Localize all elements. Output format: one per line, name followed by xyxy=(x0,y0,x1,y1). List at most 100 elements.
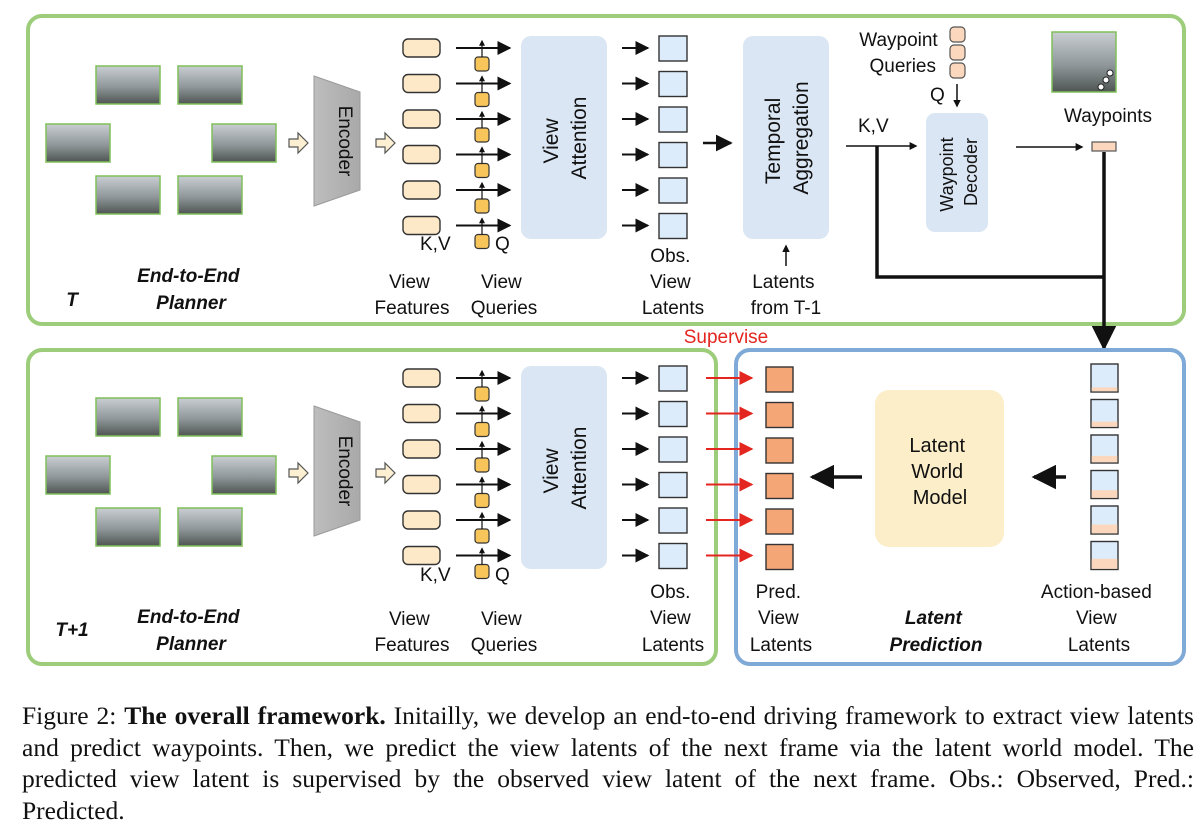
decoder-kv-label: K,V xyxy=(858,116,889,137)
view-query-token xyxy=(474,386,490,402)
pred-view-latent xyxy=(765,472,794,500)
bottom-view-queries-label: View Queries xyxy=(471,609,538,656)
view-feature-token xyxy=(402,180,441,200)
latent-prediction-panel xyxy=(734,348,1186,666)
view-feature-token xyxy=(402,144,441,165)
view-feature-token xyxy=(402,38,441,58)
view-query-token xyxy=(474,421,490,438)
view-query-token xyxy=(474,127,490,143)
camera-image xyxy=(211,123,277,163)
view-feature-token xyxy=(402,109,441,129)
view-query-token xyxy=(474,233,490,250)
pred-view-latent xyxy=(765,543,794,571)
top-obs-latents-label: Obs. View Latents xyxy=(642,246,704,319)
caption-body: Initailly, we develop an end-to-end driv… xyxy=(22,701,1194,825)
bottom-q-label: Q xyxy=(495,565,510,586)
camera-image xyxy=(177,507,243,547)
decoder-q-label: Q xyxy=(930,85,945,106)
obs-view-latent xyxy=(658,141,688,169)
top-view-attention-label: View Attention xyxy=(540,97,591,180)
view-feature-token xyxy=(402,439,441,459)
waypoints-label: Waypoints xyxy=(1064,106,1152,127)
temporal-aggregation xyxy=(743,36,829,239)
obs-view-latent xyxy=(658,212,688,240)
waypoint-decoder-label: Waypoint Decoder xyxy=(937,132,981,211)
obs-view-latent xyxy=(658,70,688,98)
action-embedding-band xyxy=(1091,421,1118,427)
obs-view-latent xyxy=(658,436,688,463)
image-to-encoder-arrow xyxy=(288,131,309,155)
temporal-aggregation-label: Temporal Aggregation xyxy=(762,81,813,194)
action-embedding-band xyxy=(1091,558,1118,569)
camera-image xyxy=(177,65,243,105)
waypoint-query-token xyxy=(949,44,966,61)
bottom-planner-panel xyxy=(26,348,718,666)
pred-latents-label: Pred. View Latents xyxy=(750,582,812,656)
view-query-token xyxy=(474,563,490,580)
view-feature-token xyxy=(402,73,441,94)
view-feature-token xyxy=(402,403,441,424)
camera-image xyxy=(45,455,111,495)
obs-view-latent xyxy=(658,106,688,133)
pred-view-latent xyxy=(765,508,794,535)
action-embedding-band xyxy=(1091,455,1118,463)
obs-view-latent xyxy=(658,365,688,392)
bottom-view-features-label: View Features xyxy=(375,609,450,656)
top-planner-panel xyxy=(26,14,1186,326)
top-time-label: T xyxy=(66,290,79,311)
encoder-to-features-arrow xyxy=(375,131,396,155)
latent-world-model-label: Latent World Model xyxy=(909,435,970,509)
figure-caption: Figure 2: The overall framework. Initail… xyxy=(22,700,1194,826)
bottom-encoder-label: Encoder xyxy=(334,436,355,507)
waypoint-output-token xyxy=(1091,141,1117,152)
camera-image xyxy=(177,175,243,215)
temporal-to-action-path xyxy=(875,146,1104,279)
waypoint-dot xyxy=(1102,76,1110,84)
top-kv-label: K,V xyxy=(420,234,451,255)
bottom-time-label: T+1 xyxy=(55,620,88,641)
top-view-queries-label: View Queries xyxy=(471,272,538,319)
obs-view-latent xyxy=(658,507,688,534)
camera-image xyxy=(45,123,111,163)
bottom-obs-latents-label: Obs. View Latents xyxy=(642,582,704,656)
action-embedding-band xyxy=(1091,490,1118,498)
action-embedding-band xyxy=(1091,524,1118,534)
camera-image xyxy=(95,397,161,437)
view-query-token xyxy=(474,56,490,72)
waypoint-dot xyxy=(1097,83,1105,91)
bottom-view-attention xyxy=(521,366,607,569)
obs-view-latent xyxy=(658,400,688,428)
supervise-label: Supervise xyxy=(684,327,769,348)
view-query-token xyxy=(474,492,490,509)
waypoint-decoder xyxy=(926,113,988,232)
camera-image xyxy=(95,175,161,215)
latent-prediction-label: Latent Prediction xyxy=(890,608,983,656)
top-view-features-label: View Features xyxy=(375,272,450,319)
bottom-encoder xyxy=(313,405,361,537)
camera-image xyxy=(95,65,161,105)
bottom-camera-images xyxy=(45,397,277,547)
view-query-token xyxy=(474,528,490,544)
waypoint-query-token xyxy=(949,26,966,43)
bottom-planner-label: End-to-End Planner xyxy=(137,607,245,655)
view-feature-token xyxy=(402,215,441,236)
encoder-to-features-arrow xyxy=(375,461,396,485)
view-feature-token xyxy=(402,545,441,566)
image-to-encoder-arrow xyxy=(288,461,309,485)
bottom-kv-label: K,V xyxy=(420,565,451,586)
framework-figure: Encoder K,V Q View Attention Temporal Ag… xyxy=(26,14,1186,666)
waypoint-query-token xyxy=(949,62,966,79)
camera-image xyxy=(177,397,243,437)
caption-prefix: Figure 2: xyxy=(22,701,125,730)
action-latents-label: Action-based View Latents xyxy=(1041,582,1157,656)
obs-view-latent xyxy=(658,542,688,570)
camera-image xyxy=(211,455,277,495)
obs-view-latent xyxy=(658,471,688,499)
waypoint-queries-label: Waypoint Queries xyxy=(859,30,943,77)
view-feature-token xyxy=(402,368,441,388)
top-encoder xyxy=(313,75,361,207)
view-feature-token xyxy=(402,510,441,530)
obs-view-latent xyxy=(658,35,688,62)
pred-view-latent xyxy=(765,401,794,429)
top-planner-label: End-to-End Planner xyxy=(137,266,245,314)
